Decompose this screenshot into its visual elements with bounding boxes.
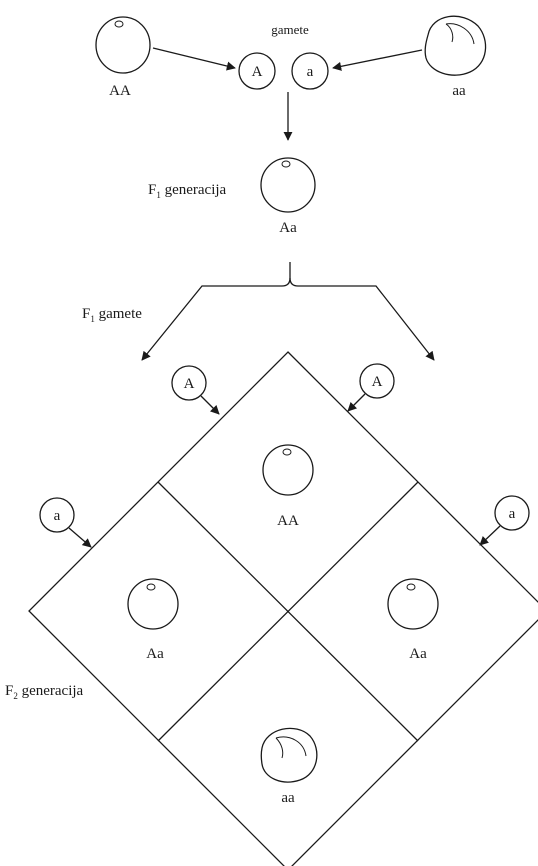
svg-text:A: A — [184, 376, 195, 392]
f2-cell-top-genotype: AA — [277, 513, 299, 529]
f1-gamete-top-right: A — [347, 363, 395, 412]
f1-genotype: Aa — [279, 220, 297, 236]
f1-round-seed-icon — [260, 157, 316, 213]
gamete-A: A — [238, 52, 276, 90]
f2-cell-top-round-seed-icon — [262, 444, 314, 496]
arrow-parent-to-gamete-a — [332, 49, 423, 71]
gametes-label: gamete — [271, 22, 309, 37]
f1-gamete-side-right: a — [479, 495, 530, 546]
arrow-parent-to-gamete-A — [152, 47, 236, 71]
punnett-square — [28, 351, 538, 866]
f2-cell-left-genotype: Aa — [146, 646, 164, 662]
parent-right-genotype: aa — [452, 83, 466, 99]
parent-wrinkled-seed-icon — [424, 15, 487, 76]
svg-text:A: A — [372, 374, 383, 390]
f1-gamete-top-left: A — [171, 365, 220, 415]
svg-text:A: A — [252, 64, 263, 80]
arrow-brace-left — [141, 262, 291, 361]
f1-gametes-label: F1 gamete — [82, 306, 142, 324]
f2-cell-right-round-seed-icon — [387, 578, 439, 630]
svg-text:a: a — [54, 508, 61, 524]
gamete-a: a — [291, 52, 329, 90]
f2-cell-bottom-wrinkled-seed-icon — [260, 727, 318, 783]
svg-text:a: a — [509, 506, 516, 522]
f1-gamete-side-left: a — [39, 497, 92, 548]
f2-cell-right-genotype: Aa — [409, 646, 427, 662]
parent-round-seed-icon — [95, 16, 151, 74]
f2-cell-left-round-seed-icon — [127, 578, 179, 630]
f1-generation-label: F1 generacija — [148, 182, 227, 200]
f2-cell-bottom-genotype: aa — [281, 790, 295, 806]
parent-left-genotype: AA — [109, 83, 131, 99]
arrow-brace-right — [289, 277, 435, 361]
f2-generation-label: F2 generacija — [5, 683, 84, 701]
svg-text:a: a — [307, 64, 314, 80]
